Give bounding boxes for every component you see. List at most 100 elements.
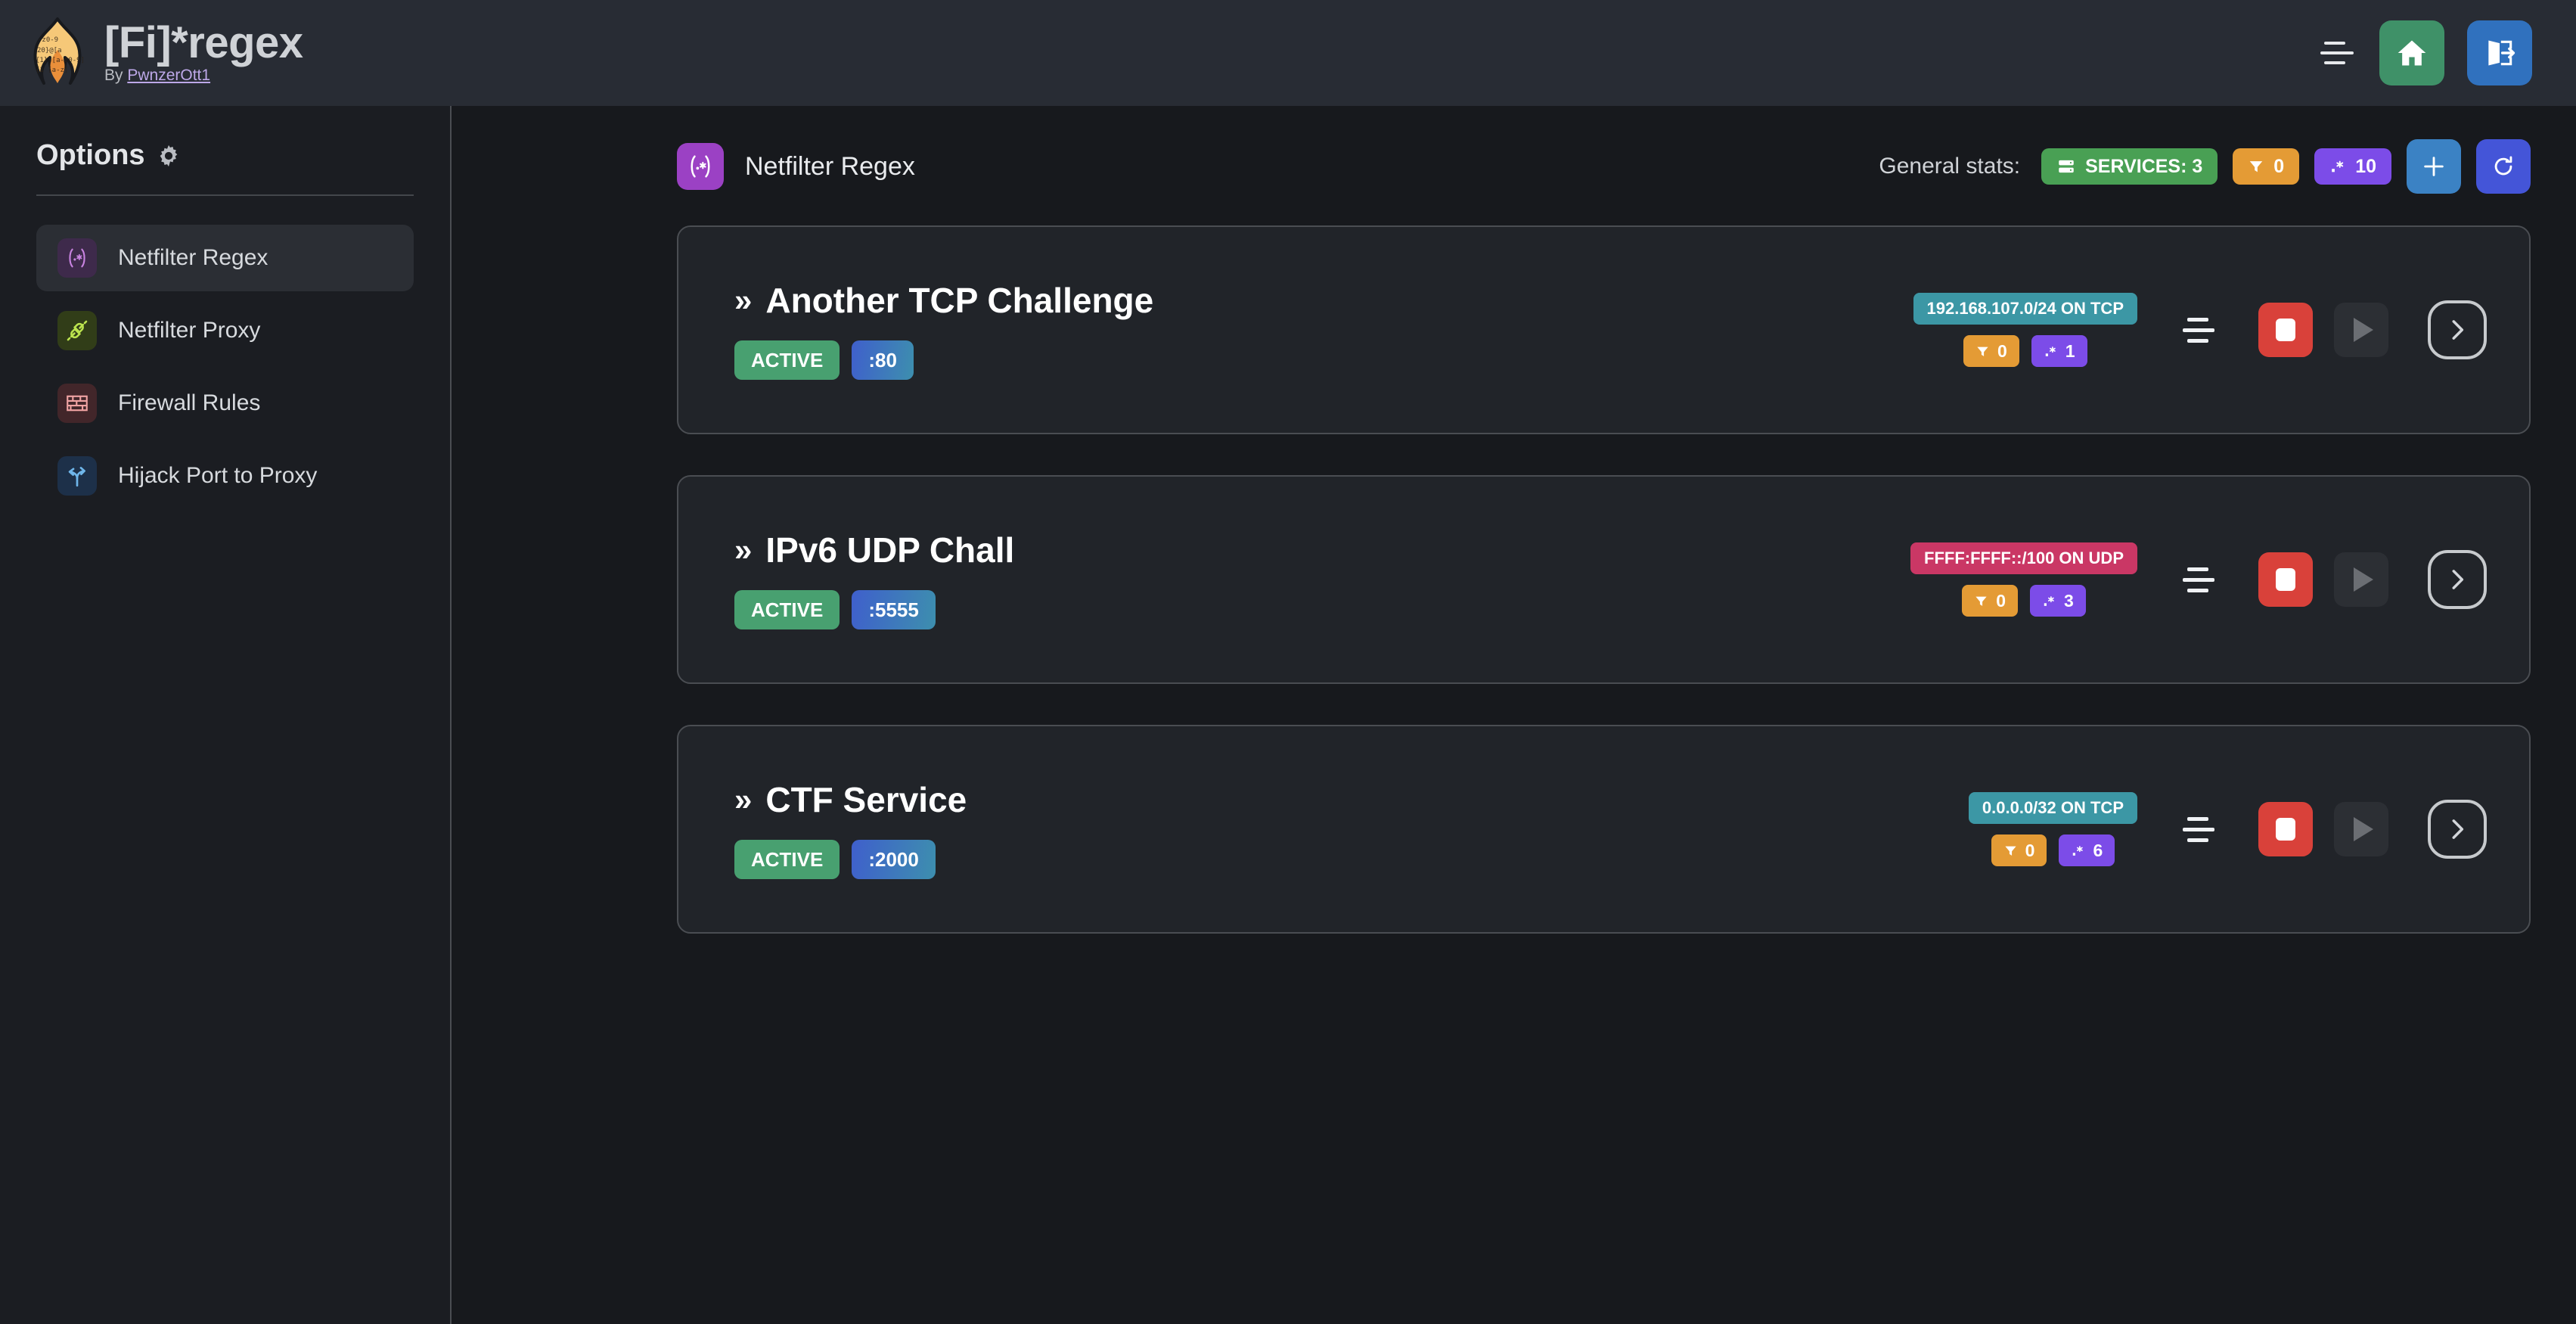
svg-text:{1 [a-z]: {1 [a-z]: [36, 67, 68, 74]
brand: -z0-9 20}@[a {1}|[a-z0-9] {1 [a-z] [Fi]*…: [27, 17, 303, 89]
sidebar-item-label: Firewall Rules: [118, 390, 261, 415]
service-card[interactable]: » CTF Service ACTIVE :2000 0.0.0.0/32 ON…: [677, 725, 2531, 934]
double-chevron-icon: »: [734, 282, 752, 318]
stop-icon: [2276, 319, 2295, 341]
service-card[interactable]: » IPv6 UDP Chall ACTIVE :5555 FFFF:FFFF:…: [677, 475, 2531, 684]
logout-button[interactable]: [2467, 20, 2532, 85]
plus-icon: [2424, 157, 2444, 176]
main-content: Netfilter Regex General stats: SERVICES:…: [453, 106, 2576, 1324]
sidebar-item-label: Netfilter Regex: [118, 245, 268, 270]
double-chevron-icon: »: [734, 782, 752, 817]
chevron-right-icon: [2452, 819, 2464, 839]
port-badge: :80: [852, 340, 914, 380]
stop-button[interactable]: [2258, 802, 2313, 856]
regex-count-value: 6: [2093, 840, 2103, 860]
chevron-right-icon: [2452, 320, 2464, 340]
status-badge-regex: 10: [2314, 148, 2391, 185]
refresh-icon: [2494, 156, 2512, 176]
svg-text:20}@[a: 20}@[a: [37, 47, 62, 54]
start-button[interactable]: [2334, 303, 2388, 357]
brand-text: [Fi]*regex By PwnzerOtt1: [104, 18, 303, 85]
service-name-row: » Another TCP Challenge: [734, 280, 1153, 321]
service-list: » Another TCP Challenge ACTIVE :80 192.1…: [453, 194, 2576, 934]
sidebar-title: Options: [36, 139, 414, 172]
add-service-button[interactable]: [2407, 139, 2461, 194]
regex-glyph-icon: [2332, 160, 2344, 172]
regex-icon: [677, 143, 724, 190]
service-card-actions: FFFF:FFFF::/100 ON UDP 0 3: [1910, 542, 2487, 617]
plug-icon: [57, 311, 97, 350]
home-button[interactable]: [2379, 20, 2444, 85]
refresh-button[interactable]: [2476, 139, 2531, 194]
double-chevron-icon: »: [734, 532, 752, 567]
status-badge: ACTIVE: [734, 840, 840, 879]
port-badge: :5555: [852, 590, 936, 629]
service-details-button[interactable]: [2428, 800, 2487, 859]
regex-glyph-icon: [2044, 595, 2054, 606]
service-badges: ACTIVE :80: [734, 340, 1153, 380]
service-details-button[interactable]: [2428, 300, 2487, 359]
funnel-icon: [1975, 596, 1987, 606]
filters-count-badge: 0: [1962, 585, 2018, 617]
sidebar-divider: [36, 194, 414, 196]
start-button[interactable]: [2334, 802, 2388, 856]
logout-icon: [2488, 40, 2515, 66]
service-name: IPv6 UDP Chall: [765, 530, 1015, 570]
author-line: By PwnzerOtt1: [104, 67, 303, 84]
network-info: 0.0.0.0/32 ON TCP 0 6: [1968, 792, 2137, 866]
sidebar-item-netfilter-regex[interactable]: Netfilter Regex: [36, 225, 414, 291]
sidebar-title-label: Options: [36, 139, 145, 171]
sidebar-item-firewall-rules[interactable]: Firewall Rules: [36, 370, 414, 437]
network-badge: FFFF:FFFF::/100 ON UDP: [1910, 542, 2137, 574]
stop-icon: [2276, 568, 2295, 591]
service-badges: ACTIVE :2000: [734, 840, 967, 879]
sort-lines-icon[interactable]: [2183, 313, 2225, 347]
service-card-actions: 0.0.0.0/32 ON TCP 0 6: [1968, 792, 2487, 866]
filters-count-value: 0: [1997, 340, 2007, 361]
content-header: Netfilter Regex General stats: SERVICES:…: [453, 106, 2576, 194]
regex-glyph-icon: [2045, 346, 2056, 356]
regex-count-value: 3: [2064, 590, 2074, 611]
home-icon: [2398, 40, 2426, 66]
page-title: [Fi]*regex: [104, 18, 303, 68]
regex-count-value: 1: [2065, 340, 2075, 361]
funnel-icon: [2005, 846, 2016, 856]
sidebar-item-hijack-port-to-proxy[interactable]: Hijack Port to Proxy: [36, 443, 414, 509]
service-name: CTF Service: [765, 780, 967, 819]
sidebar-item-netfilter-proxy[interactable]: Netfilter Proxy: [36, 297, 414, 364]
stop-button[interactable]: [2258, 303, 2313, 357]
service-card-actions: 192.168.107.0/24 ON TCP 0 1: [1913, 293, 2487, 367]
service-details-button[interactable]: [2428, 550, 2487, 609]
content-title: Netfilter Regex: [745, 151, 915, 181]
play-icon: [2353, 567, 2373, 592]
status-badge: ACTIVE: [734, 340, 840, 380]
svg-text:-z0-9: -z0-9: [38, 36, 58, 44]
network-counts: 0 6: [1991, 834, 2115, 866]
author-link[interactable]: PwnzerOtt1: [127, 67, 211, 85]
stop-button[interactable]: [2258, 552, 2313, 607]
sort-lines-icon[interactable]: [2183, 813, 2225, 846]
hamburger-icon[interactable]: [2317, 36, 2357, 70]
network-counts: 0 1: [1963, 335, 2087, 367]
service-name-row: » CTF Service: [734, 779, 967, 820]
play-icon: [2353, 817, 2373, 841]
funnel-icon: [2250, 161, 2263, 172]
start-button[interactable]: [2334, 552, 2388, 607]
sidebar-item-label: Hijack Port to Proxy: [118, 463, 318, 488]
sidebar-nav: Netfilter Regex Netfilter Proxy: [36, 225, 414, 515]
service-name-row: » IPv6 UDP Chall: [734, 530, 1014, 570]
status-badge: ACTIVE: [734, 590, 840, 629]
service-name: Another TCP Challenge: [765, 281, 1154, 320]
service-card[interactable]: » Another TCP Challenge ACTIVE :80 192.1…: [677, 225, 2531, 434]
service-badges: ACTIVE :5555: [734, 590, 1014, 629]
general-stats-label: General stats:: [1879, 154, 2021, 179]
service-card-info: » IPv6 UDP Chall ACTIVE :5555: [734, 530, 1014, 629]
flame-regex-logo: -z0-9 20}@[a {1}|[a-z0-9] {1 [a-z]: [33, 17, 85, 85]
network-info: 192.168.107.0/24 ON TCP 0 1: [1913, 293, 2137, 367]
network-badge: 192.168.107.0/24 ON TCP: [1913, 293, 2137, 325]
filters-count-badge: 0: [1991, 834, 2047, 866]
sort-lines-icon[interactable]: [2183, 563, 2225, 596]
service-card-info: » Another TCP Challenge ACTIVE :80: [734, 280, 1153, 380]
port-badge: :2000: [852, 840, 936, 879]
status-badge-filters: 0: [2233, 148, 2300, 185]
